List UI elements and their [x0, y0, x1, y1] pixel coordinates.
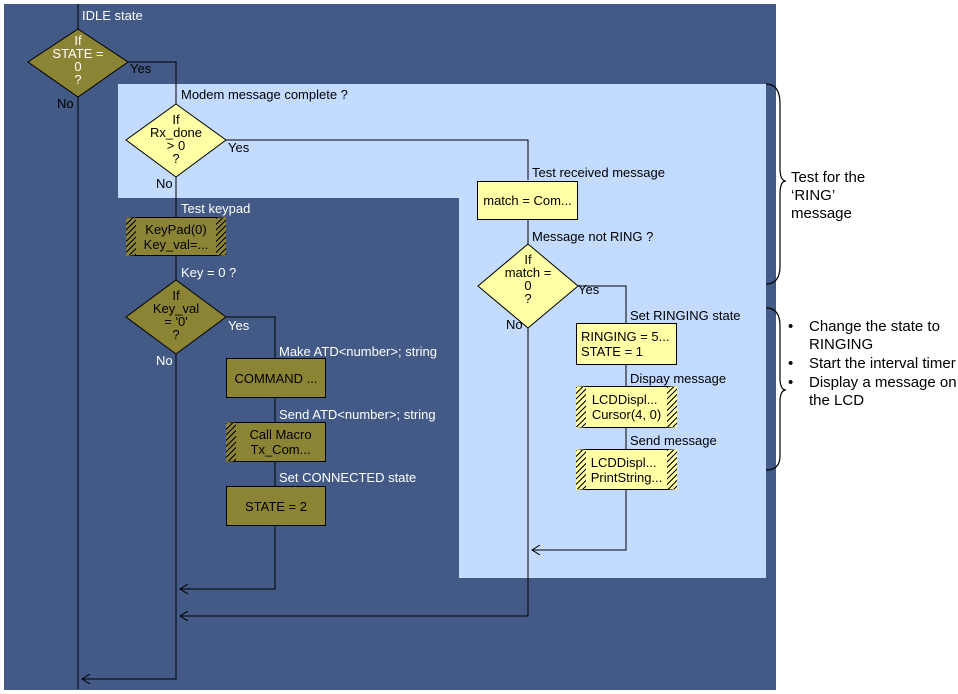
- keypad-line-1: KeyPad(0): [145, 221, 207, 237]
- keypad-macro-box: KeyPad(0)Key_val=...: [126, 217, 226, 256]
- bullet-change-state: Change the state to RINGING: [782, 318, 958, 354]
- caption-key-zero: Key = 0 ?: [181, 265, 237, 280]
- lcd-cursor-line-1: LCDDispl...: [591, 392, 658, 407]
- keypad-line-2: Key_val=...: [143, 236, 209, 252]
- ring-brace: [765, 83, 787, 285]
- caption-set-connected: Set CONNECTED state: [279, 470, 417, 485]
- lcd-print-box: LCDDispl...PrintString...: [576, 449, 677, 490]
- command-box: COMMAND ...: [226, 358, 326, 398]
- call-macro-line-1: Call Macro: [249, 427, 312, 442]
- caption-send-atd: Send ATD<number>; string: [279, 407, 436, 422]
- lcd-cursor-box: LCDDispl...Cursor(4, 0): [576, 386, 677, 428]
- lcd-print-line-2: PrintString...: [590, 469, 663, 485]
- decision-match: [477, 243, 579, 329]
- decision-rx-done: [125, 103, 227, 178]
- ringing-bullet-list: Change the state to RINGING Start the in…: [782, 318, 958, 411]
- decision-key-val: [125, 279, 227, 355]
- decision-rx-text: If Rx_done > 0 ?: [149, 112, 203, 166]
- decision-state: [27, 28, 129, 98]
- decision-match-text: If match = 0 ?: [504, 252, 552, 306]
- bullet-display-lcd: Display a message on the LCD: [782, 374, 958, 410]
- caption-send-message: Send message: [630, 433, 717, 448]
- state2-box: STATE = 2: [226, 486, 326, 526]
- bullet-start-timer: Start the interval timer: [782, 355, 958, 373]
- caption-display-message: Dispay message: [630, 371, 727, 386]
- caption-not-ring: Message not RING ?: [532, 229, 654, 244]
- decision-match-yes: Yes: [578, 282, 600, 297]
- call-macro-line-2: Tx_Com...: [250, 442, 311, 457]
- ringing-line-1: RINGING = 5...: [581, 329, 670, 344]
- decision-state-yes: Yes: [130, 61, 152, 76]
- idle-state-label: IDLE state: [82, 8, 143, 23]
- caption-test-keypad: Test keypad: [181, 201, 251, 216]
- lcd-cursor-line-2: Cursor(4, 0): [591, 407, 662, 422]
- decision-state-text: If STATE = 0 ?: [52, 33, 104, 87]
- ring-test-line-2: ‘RING’: [791, 187, 836, 204]
- connectors: [77, 4, 627, 689]
- ring-test-note: Test for the ‘RING’ message: [791, 169, 865, 223]
- decision-state-no: No: [57, 96, 74, 111]
- decision-key-text: If Key_val = '0' ?: [152, 288, 200, 342]
- match-com-box: match = Com...: [477, 181, 578, 220]
- decision-rx-no: No: [156, 176, 173, 191]
- ringing-box: RINGING = 5...STATE = 1: [576, 323, 677, 365]
- return-arrow: [82, 617, 177, 679]
- decision-match-no: No: [506, 317, 523, 332]
- lcd-print-line-1: LCDDispl...: [590, 454, 657, 470]
- ringing-line-2: STATE = 1: [581, 344, 644, 359]
- decision-rx-yes: Yes: [228, 140, 250, 155]
- caption-make-atd: Make ATD<number>; string: [279, 344, 437, 359]
- decision-key-no: No: [156, 353, 173, 368]
- decision-key-yes: Yes: [228, 318, 250, 333]
- caption-test-received: Test received message: [532, 165, 665, 180]
- caption-set-ringing: Set RINGING state: [630, 308, 741, 323]
- caption-modem-complete: Modem message complete ?: [181, 87, 348, 102]
- ring-test-line-3: message: [791, 205, 852, 222]
- ring-test-line-1: Test for the: [791, 169, 866, 186]
